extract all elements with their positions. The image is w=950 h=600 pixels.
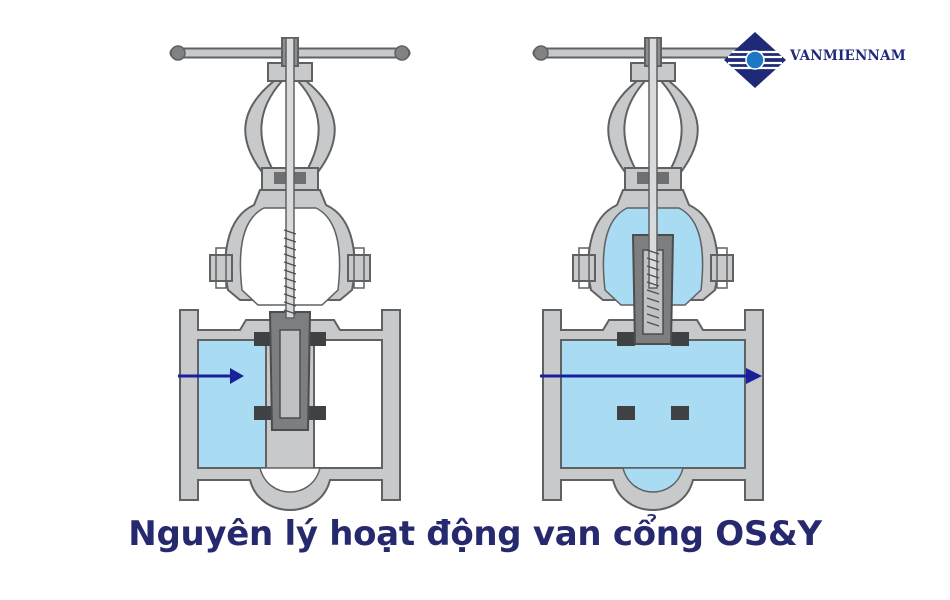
diagram-caption: Nguyên lý hoạt động van cổng OS&Y: [128, 514, 822, 554]
valve-open: [534, 38, 772, 510]
valve-closed: [171, 38, 409, 510]
diamond-globe-logo-icon: [724, 32, 786, 88]
brand-name: VANMIENNAM: [790, 48, 906, 64]
brand-logo: VANMIENNAM: [720, 30, 930, 90]
flow-arrow-right-icon: [178, 368, 244, 384]
flow-arrow-right-icon: [540, 368, 762, 384]
